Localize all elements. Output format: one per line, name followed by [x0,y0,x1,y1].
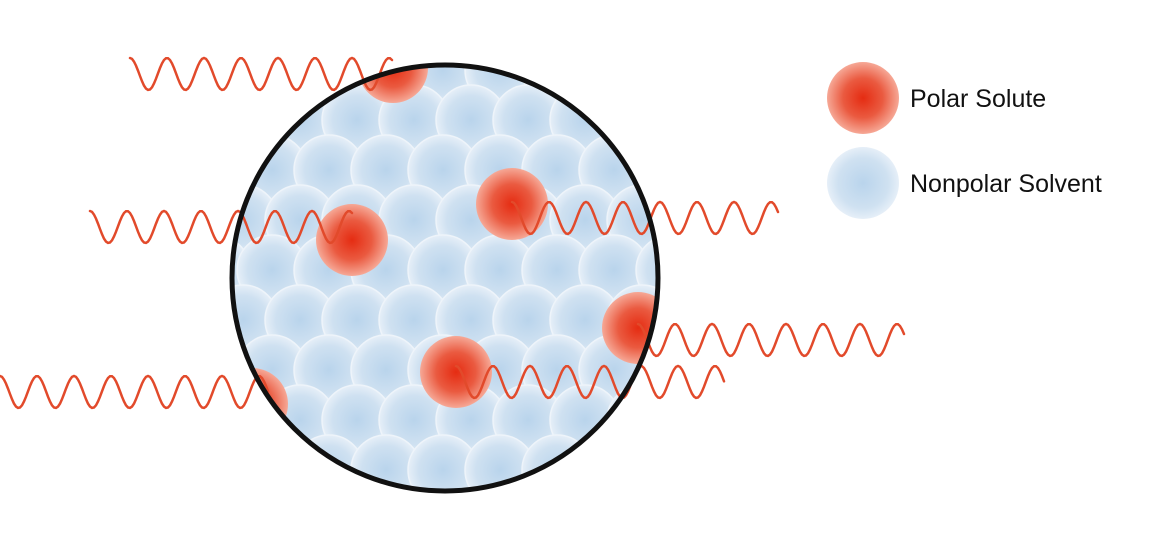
legend-nonpolar-label: Nonpolar Solvent [910,170,1102,198]
solute-tails [0,56,906,410]
legend-nonpolar-swatch [827,147,899,219]
polar-solute-molecule [420,336,492,408]
solute-tail-wave [88,209,354,245]
solute-tail-wave [454,364,726,400]
solute-tail-wave [128,56,394,92]
solvent-molecules [232,65,658,491]
legend [827,62,899,219]
solvent-molecule [606,384,658,456]
droplet-boundary [229,62,661,494]
droplet [232,65,658,491]
legend-polar-swatch [827,62,899,134]
solute-tail-wave [510,200,780,236]
solute-tail-wave [636,322,906,358]
solute-tail-wave [0,374,270,410]
polar-solute-molecule [602,292,658,364]
polar-solute-molecule [476,168,548,240]
legend-polar-label: Polar Solute [910,85,1047,113]
polar-solute-molecule [316,204,388,276]
